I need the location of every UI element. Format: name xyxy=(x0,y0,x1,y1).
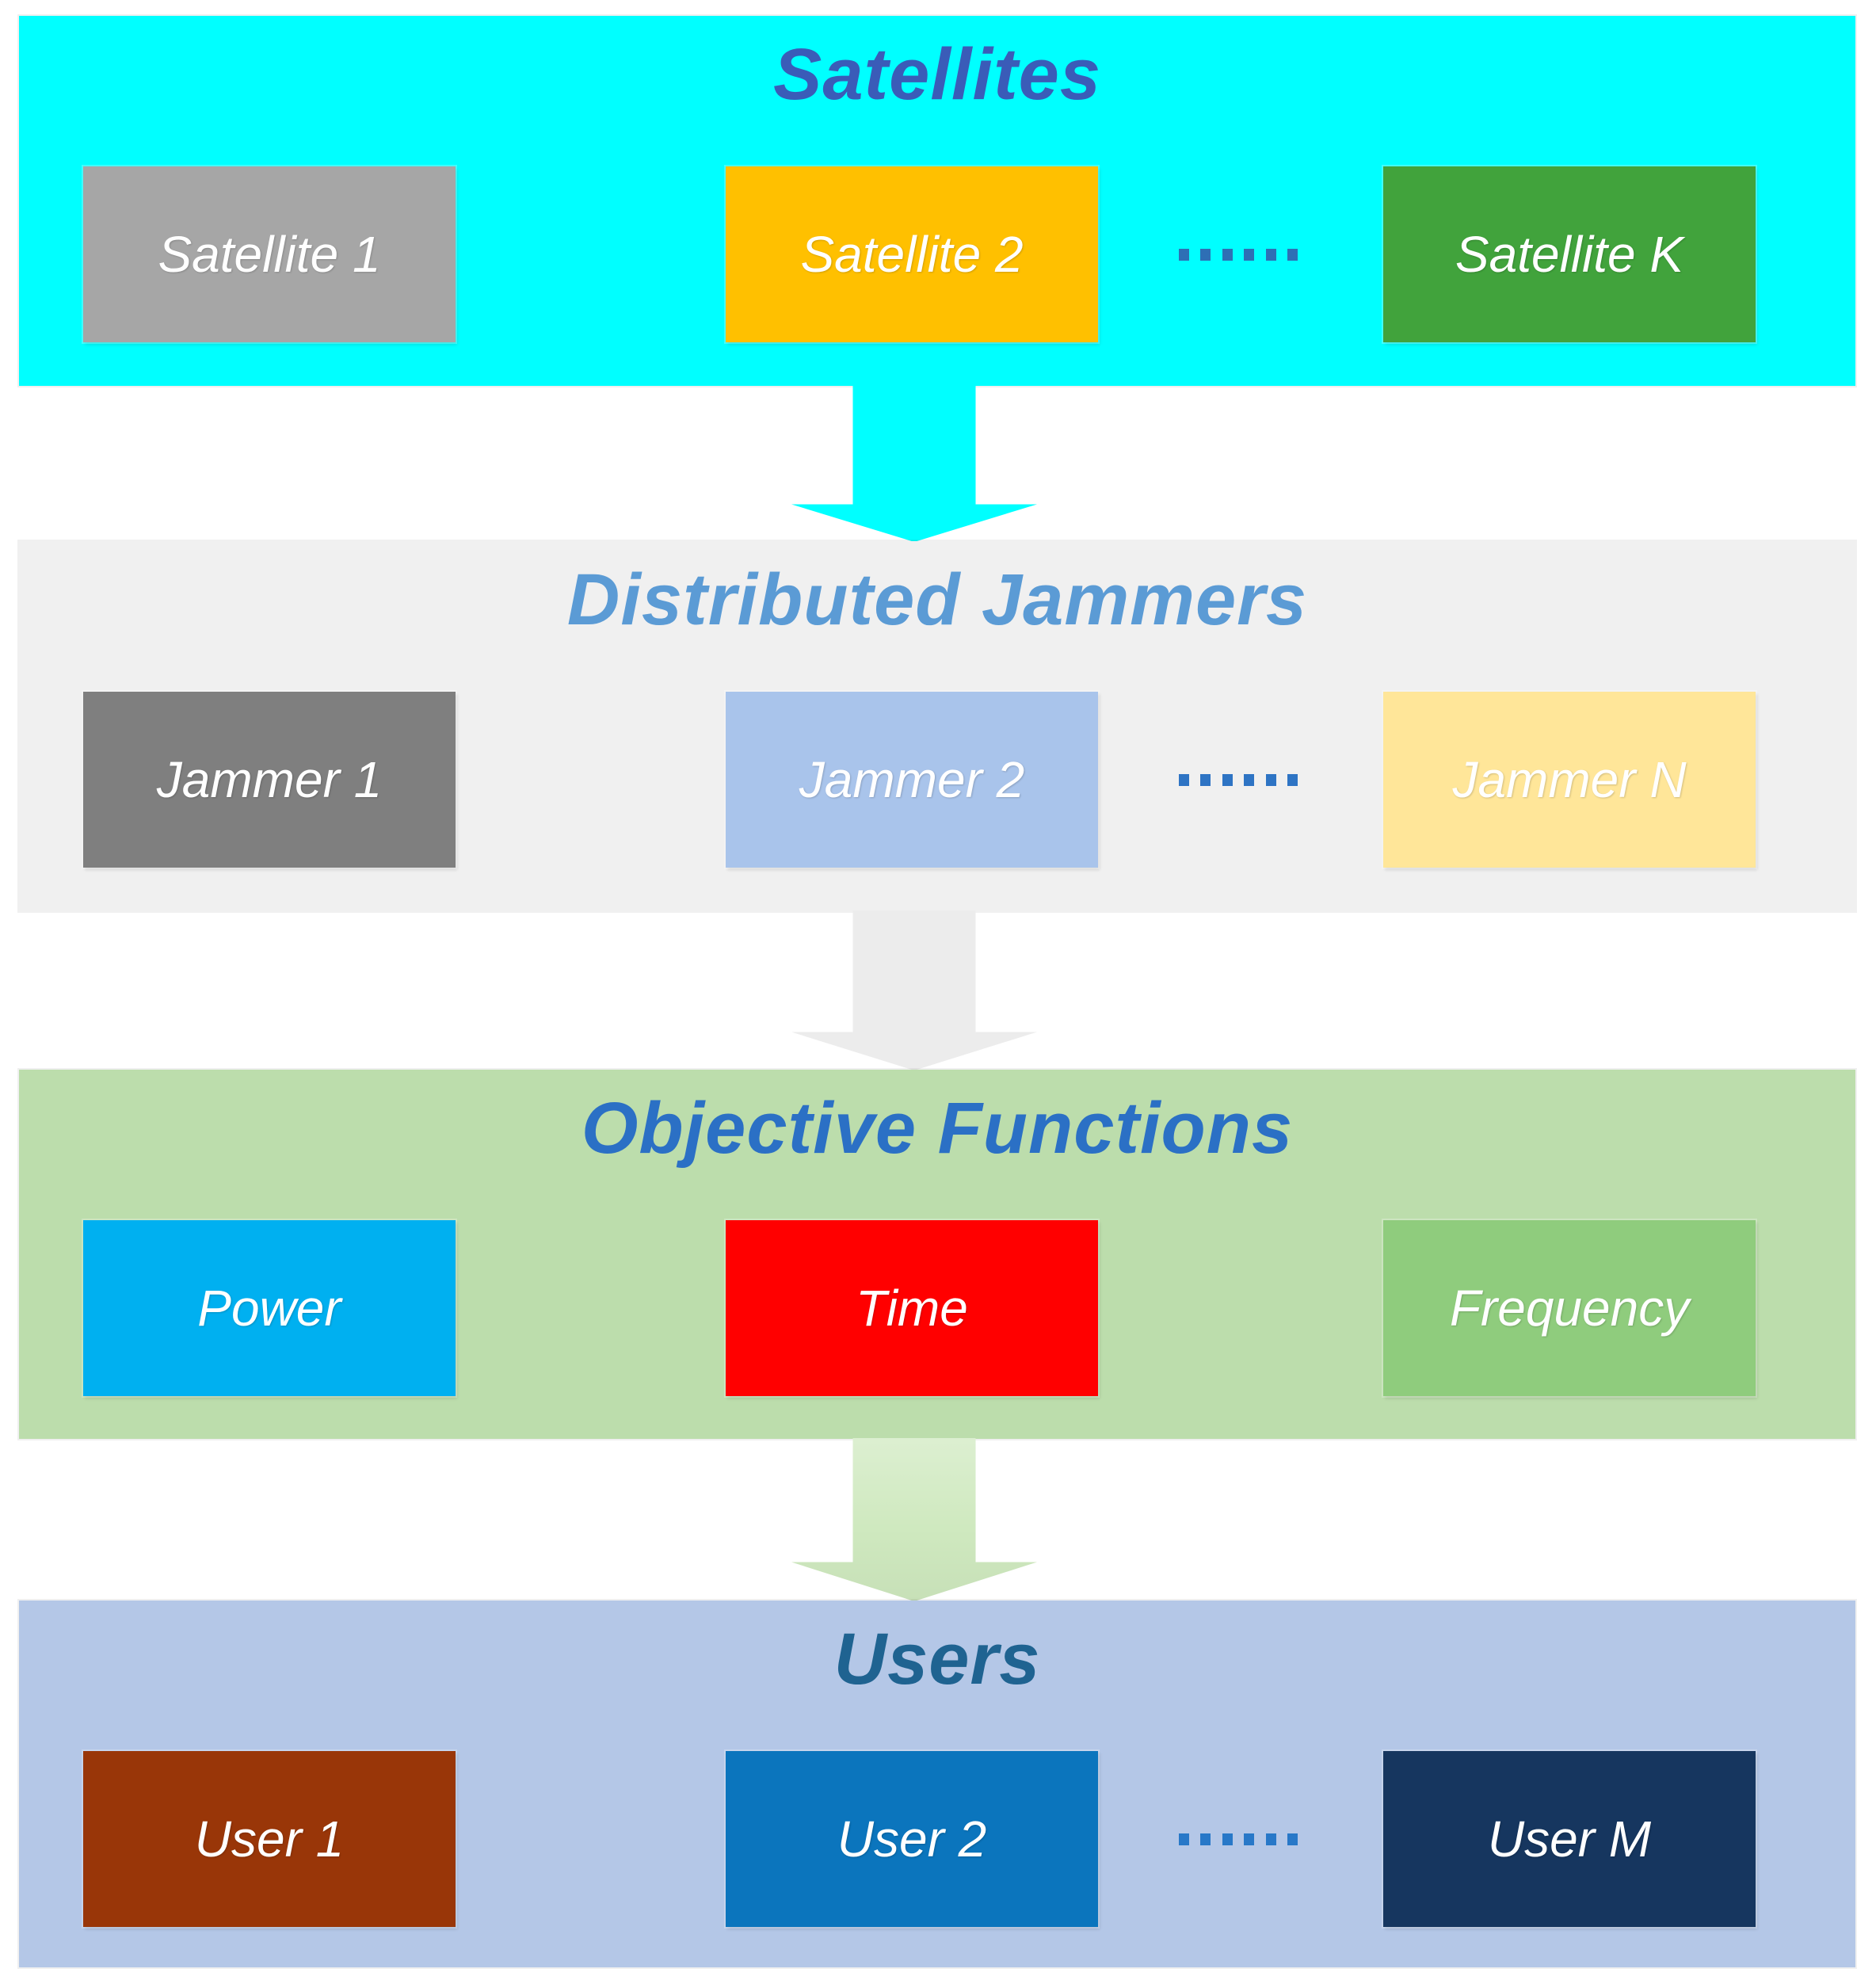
node-jammer-1: Jammer 1 xyxy=(83,692,456,868)
band-objective-functions: Objective Functions Power Time Frequency xyxy=(19,1070,1855,1439)
band-distributed-jammers: Distributed Jammers Jammer 1 Jammer 2 Ja… xyxy=(19,541,1855,911)
node-satellite-1-label: Satellite 1 xyxy=(158,226,381,283)
node-jammer-n: Jammer N xyxy=(1383,692,1756,868)
node-satellite-2-label: Satellite 2 xyxy=(800,226,1024,283)
band-title-users: Users xyxy=(833,1619,1041,1700)
down-arrow-satellites-to-jammers xyxy=(791,385,1037,542)
node-user-2: User 2 xyxy=(726,1751,1098,1927)
node-user-m-label: User M xyxy=(1487,1810,1652,1868)
node-power: Power xyxy=(83,1220,456,1396)
node-satellite-k: Satellite K xyxy=(1383,166,1756,342)
band-title-distributed-jammers: Distributed Jammers xyxy=(566,559,1308,640)
node-user-2-label: User 2 xyxy=(837,1810,987,1868)
node-user-m: User M xyxy=(1383,1751,1756,1927)
node-power-label: Power xyxy=(197,1280,341,1337)
node-frequency: Frequency xyxy=(1383,1220,1756,1396)
node-time-label: Time xyxy=(856,1280,968,1337)
node-jammer-2-label: Jammer 2 xyxy=(799,751,1025,808)
node-user-1-label: User 1 xyxy=(194,1810,345,1868)
band-title-objective-functions: Objective Functions xyxy=(581,1088,1294,1169)
node-user-1: User 1 xyxy=(83,1751,456,1927)
down-arrow-objectives-to-users xyxy=(791,1438,1037,1601)
node-time: Time xyxy=(726,1220,1098,1396)
node-frequency-label: Frequency xyxy=(1449,1280,1690,1337)
node-satellite-k-label: Satellite K xyxy=(1455,226,1684,283)
node-satellite-2: Satellite 2 xyxy=(726,166,1098,342)
band-title-satellites: Satellites xyxy=(773,34,1101,115)
band-users: Users User 1 User 2 User M xyxy=(19,1601,1855,1967)
node-jammer-n-label: Jammer N xyxy=(1452,751,1687,808)
node-jammer-2: Jammer 2 xyxy=(726,692,1098,868)
ellipsis-dots-jammers xyxy=(1179,774,1298,786)
ellipsis-dots-satellites xyxy=(1179,249,1298,261)
down-arrow-jammers-to-objectives xyxy=(791,910,1037,1070)
band-satellites: Satellites Satellite 1 Satellite 2 Satel… xyxy=(19,16,1855,386)
node-satellite-1: Satellite 1 xyxy=(83,166,456,342)
ellipsis-dots-users xyxy=(1179,1833,1298,1845)
node-jammer-1-label: Jammer 1 xyxy=(156,751,383,808)
